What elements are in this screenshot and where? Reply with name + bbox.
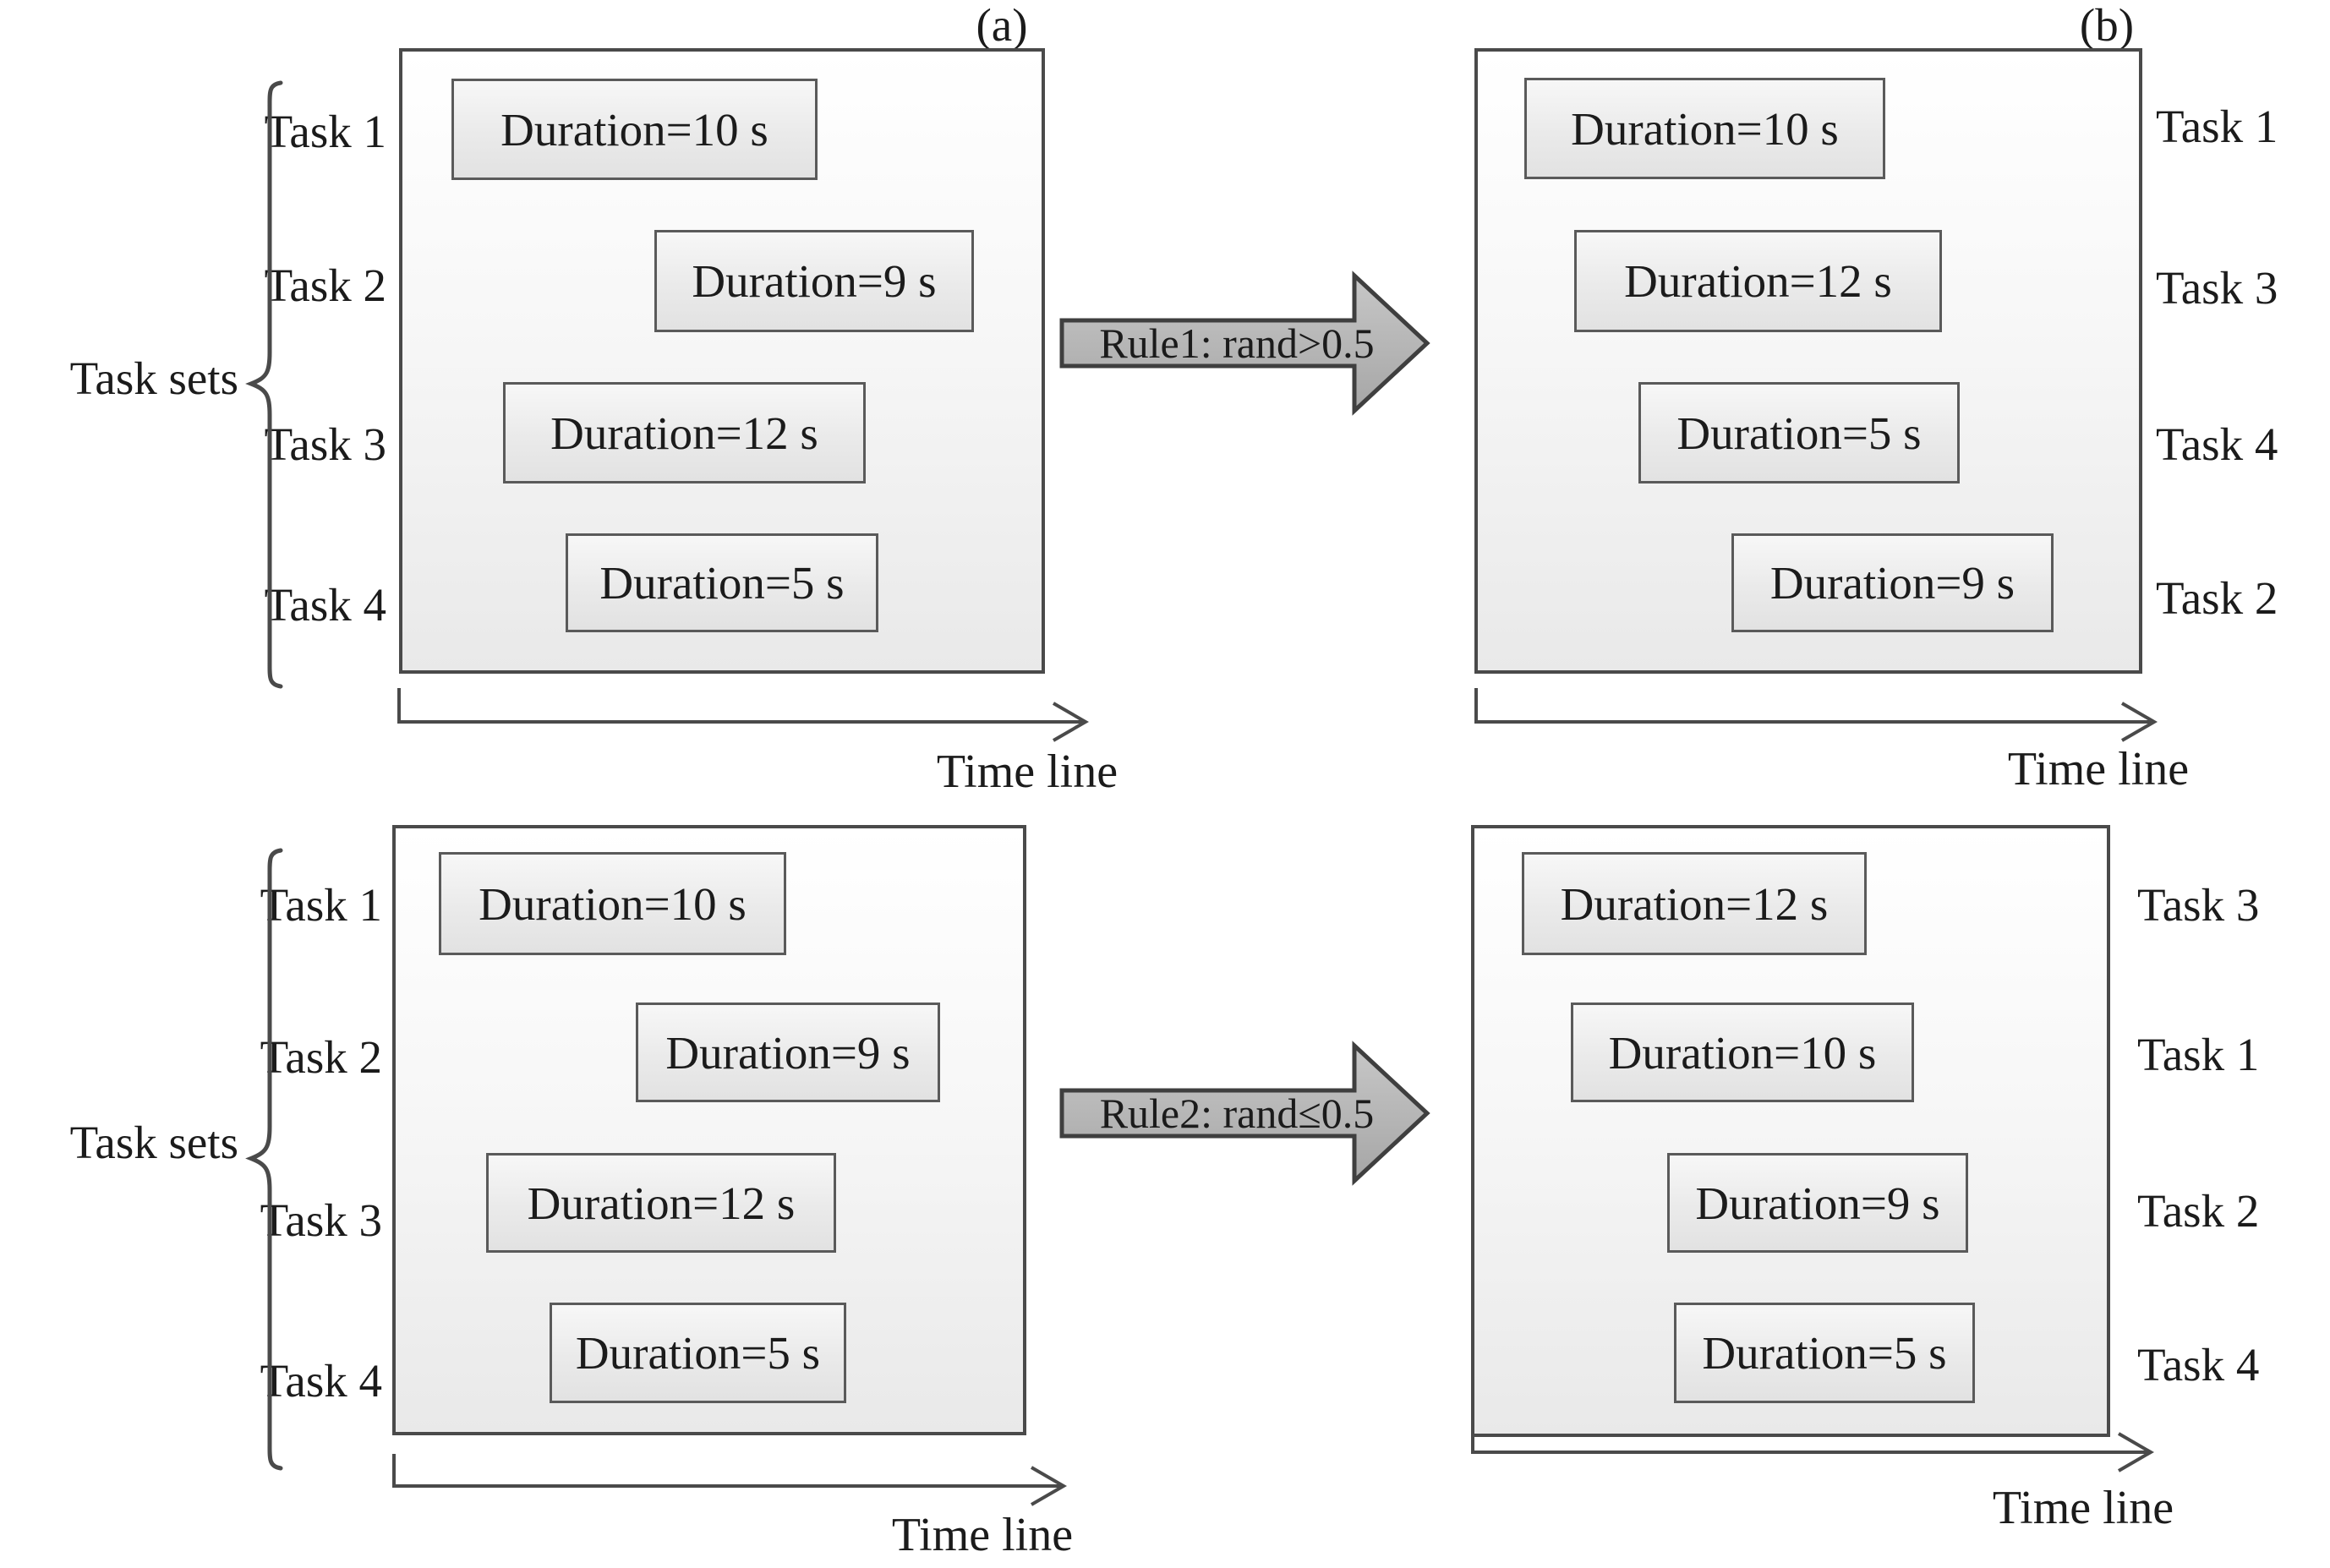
task-sets-label: Task sets — [69, 352, 238, 404]
duration-box: Duration=10 s — [451, 79, 818, 180]
task-label: Task 2 — [2156, 572, 2278, 624]
duration-box: Duration=10 s — [1524, 78, 1885, 179]
task-label: Task 2 — [2137, 1185, 2260, 1237]
duration-box: Duration=10 s — [439, 852, 786, 955]
duration-box: Duration=12 s — [1574, 230, 1942, 332]
timeline-axis-icon — [392, 1454, 1067, 1506]
task-label: Task 1 — [264, 106, 386, 157]
timeline-axis-icon — [1471, 1422, 2154, 1472]
time-line-label: Time line — [891, 1509, 1074, 1561]
task-label: Task 2 — [260, 1031, 382, 1083]
timeline-axis-icon — [397, 688, 1089, 742]
task-label: Task 3 — [264, 418, 386, 470]
duration-box: Duration=10 s — [1571, 1003, 1914, 1102]
duration-box: Duration=9 s — [1731, 533, 2054, 632]
task-label: Task 1 — [260, 879, 382, 931]
curly-brace-icon — [245, 80, 283, 689]
task-label: Task 2 — [264, 260, 386, 311]
duration-box: Duration=9 s — [636, 1003, 940, 1102]
duration-box: Duration=12 s — [503, 382, 866, 484]
time-line-label: Time line — [1992, 1482, 2174, 1534]
task-label: Task 3 — [2137, 879, 2260, 931]
time-line-label: Time line — [2007, 743, 2190, 795]
task-label: Task 4 — [264, 579, 386, 631]
duration-box: Duration=9 s — [1667, 1153, 1968, 1253]
panel-b-label: (b) — [2079, 0, 2135, 51]
panel-a-label: (a) — [976, 0, 1028, 51]
task-label: Task 4 — [260, 1355, 382, 1407]
duration-box: Duration=9 s — [654, 230, 974, 332]
duration-box: Duration=12 s — [1522, 852, 1867, 955]
duration-box: Duration=12 s — [486, 1153, 836, 1253]
rule1-label: Rule1: rand>0.5 — [1099, 320, 1375, 367]
duration-box: Duration=5 s — [1674, 1303, 1975, 1403]
task-label: Task 1 — [2137, 1029, 2260, 1080]
task-label: Task 4 — [2137, 1339, 2260, 1390]
duration-box: Duration=5 s — [566, 533, 878, 632]
task-label: Task 4 — [2156, 418, 2278, 470]
timeline-axis-icon — [1474, 688, 2158, 742]
duration-box: Duration=5 s — [550, 1303, 846, 1403]
task-sets-label: Task sets — [69, 1117, 238, 1168]
duration-box: Duration=5 s — [1638, 382, 1960, 484]
curly-brace-icon — [245, 848, 283, 1471]
rule2-label: Rule2: rand≤0.5 — [1099, 1090, 1375, 1137]
task-label: Task 3 — [260, 1194, 382, 1246]
task-label: Task 1 — [2156, 101, 2278, 152]
task-label: Task 3 — [2156, 262, 2278, 314]
rule1-flow-arrow-icon — [1059, 270, 1430, 416]
rule2-flow-arrow-icon — [1059, 1041, 1430, 1186]
time-line-label: Time line — [936, 746, 1119, 798]
